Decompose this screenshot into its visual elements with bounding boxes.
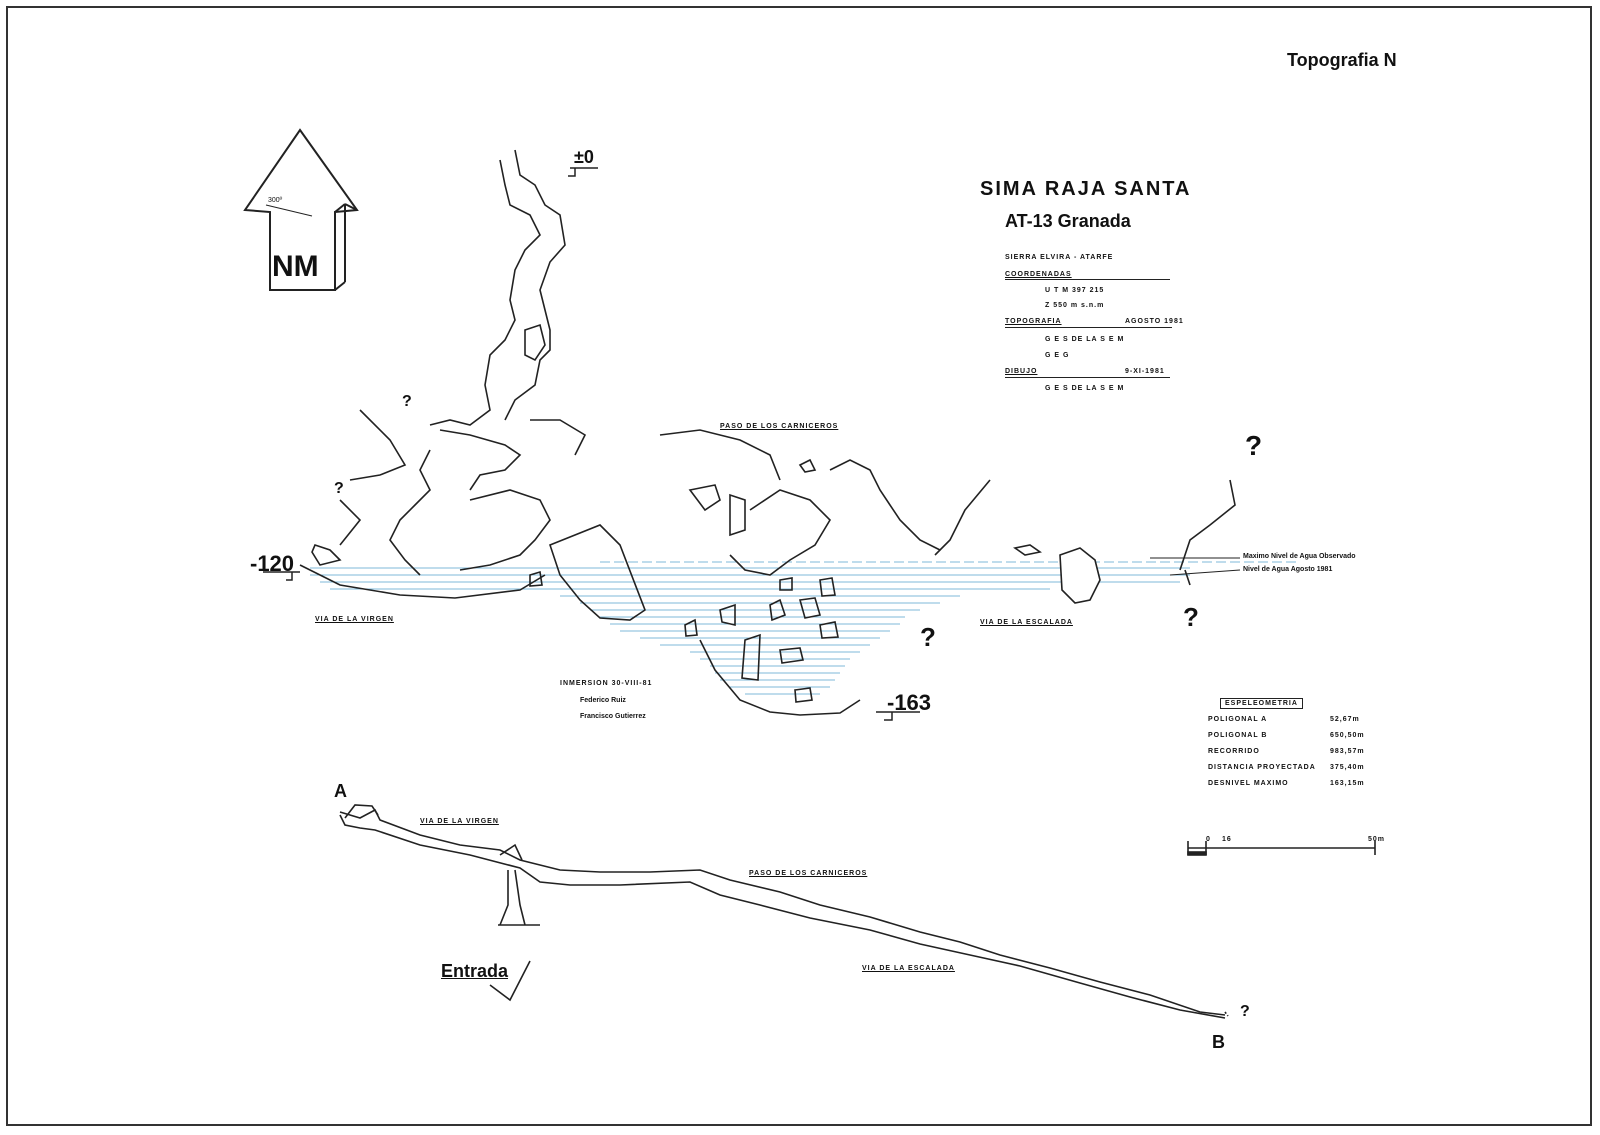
north-bearing: 300º bbox=[268, 197, 283, 204]
water-hatching bbox=[310, 561, 1300, 695]
label-paso-carniceros: PASO DE LOS CARNICEROS bbox=[720, 423, 839, 430]
espeleometria-label: DESNIVEL MAXIMO bbox=[1208, 780, 1289, 787]
question-mark: ? bbox=[920, 622, 936, 652]
sheet-frame bbox=[6, 6, 1592, 1126]
question-mark: ? bbox=[1240, 1003, 1250, 1020]
info-coord-label: COORDENADAS bbox=[1005, 271, 1072, 278]
info-sierra: SIERRA ELVIRA - ATARFE bbox=[1005, 254, 1114, 261]
label-inmersion: INMERSION 30-VIII-81 bbox=[560, 680, 653, 687]
label-diver2: Francisco Gutierrez bbox=[580, 713, 646, 720]
plan-point-b: B bbox=[1212, 1032, 1225, 1052]
plan-via-virgen: VIA DE LA VIRGEN bbox=[420, 818, 499, 825]
sheet-tag: Topografia N bbox=[1287, 50, 1397, 70]
depth-mid-label: -120 bbox=[250, 551, 295, 576]
section-profile bbox=[299, 149, 1236, 716]
question-mark: ? bbox=[402, 393, 412, 410]
espeleometria-value: 52,67m bbox=[1330, 716, 1360, 723]
label-water-level: Nivel de Agua Agosto 1981 bbox=[1243, 566, 1333, 573]
question-mark: ? bbox=[334, 480, 344, 497]
plan-entrada-label: Entrada bbox=[441, 961, 509, 981]
info-topo-date: AGOSTO 1981 bbox=[1125, 318, 1184, 325]
info-dibujo-date: 9-XI-1981 bbox=[1125, 368, 1165, 375]
north-label: NM bbox=[272, 250, 319, 283]
scale-zero: 0 bbox=[1206, 836, 1211, 843]
info-topo-label: TOPOGRAFIA bbox=[1005, 318, 1062, 325]
depth-top-label: ±0 bbox=[574, 147, 594, 167]
depth-bottom-label: -163 bbox=[887, 690, 932, 715]
depth-markers bbox=[263, 167, 920, 721]
plan-via-escalada: VIA DE LA ESCALADA bbox=[862, 965, 955, 972]
label-diver1: Federico Ruiz bbox=[580, 697, 626, 704]
question-mark: ? bbox=[1183, 602, 1199, 632]
info-topo-team2: G E G bbox=[1045, 352, 1070, 359]
espeleometria-value: 983,57m bbox=[1330, 748, 1365, 755]
plan-view bbox=[339, 804, 1376, 1019]
plan-point-a: A bbox=[334, 781, 347, 801]
info-z: Z 550 m s.n.m bbox=[1045, 302, 1105, 309]
espeleometria-label: DISTANCIA PROYECTADA bbox=[1208, 764, 1316, 771]
espeleometria-value: 375,40m bbox=[1330, 764, 1365, 771]
info-dibujo-label: DIBUJO bbox=[1005, 368, 1038, 375]
question-mark: ? bbox=[1245, 430, 1263, 461]
diagram-subtitle: AT-13 Granada bbox=[1005, 211, 1131, 231]
plan-paso-carniceros: PASO DE LOS CARNICEROS bbox=[749, 870, 868, 877]
label-via-virgen: VIA DE LA VIRGEN bbox=[315, 616, 394, 623]
espeleometria-value: 650,50m bbox=[1330, 732, 1365, 739]
label-max-water: Maximo Nivel de Agua Observado bbox=[1243, 553, 1356, 560]
info-utm: U T M 397 215 bbox=[1045, 287, 1105, 294]
diagram-title: SIMA RAJA SANTA bbox=[980, 178, 1192, 200]
info-topo-team1: G E S DE LA S E M bbox=[1045, 336, 1125, 343]
espeleometria-label: RECORRIDO bbox=[1208, 748, 1260, 755]
espeleometria-value: 163,15m bbox=[1330, 780, 1365, 787]
espeleometria-heading: ESPELEOMETRIA bbox=[1220, 698, 1303, 709]
scale-mid: 16 bbox=[1222, 836, 1232, 843]
espeleometria-label: POLIGONAL A bbox=[1208, 716, 1268, 723]
north-arrow-icon bbox=[243, 128, 359, 291]
info-dibujo-team: G E S DE LA S E M bbox=[1045, 385, 1125, 392]
label-via-escalada: VIA DE LA ESCALADA bbox=[980, 619, 1073, 626]
scale-end: 50m bbox=[1368, 836, 1386, 843]
espeleometria-label: POLIGONAL B bbox=[1208, 732, 1268, 739]
